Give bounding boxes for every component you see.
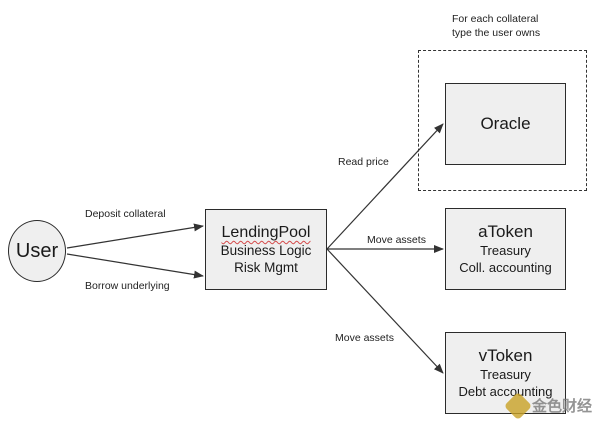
vtoken-line1: Treasury bbox=[480, 367, 531, 382]
watermark-logo-icon bbox=[503, 391, 533, 420]
user-node: User bbox=[8, 220, 66, 282]
oracle-group-boundary bbox=[418, 50, 587, 191]
edge-borrow bbox=[66, 253, 204, 279]
user-label: User bbox=[15, 239, 59, 262]
lending-pool-line2: Risk Mgmt bbox=[234, 260, 298, 275]
watermark: 金色财经 bbox=[503, 391, 592, 420]
atoken-line1: Treasury bbox=[480, 243, 531, 258]
vtoken-node: vToken Treasury Debt accounting bbox=[445, 332, 566, 414]
oracle-note: For each collateral type the user owns bbox=[452, 12, 540, 40]
label-move-assets-vtoken: Move assets bbox=[335, 332, 394, 344]
edge-read-price bbox=[326, 123, 444, 250]
oracle-node: Oracle bbox=[445, 83, 566, 165]
atoken-title: aToken bbox=[478, 222, 533, 241]
vtoken-title: vToken bbox=[478, 346, 533, 365]
label-move-assets-atoken: Move assets bbox=[367, 234, 426, 246]
oracle-label: Oracle bbox=[480, 114, 531, 133]
lending-pool-line1: Business Logic bbox=[220, 243, 312, 258]
atoken-line2: Coll. accounting bbox=[459, 260, 552, 275]
oracle-note-line2: type the user owns bbox=[452, 27, 541, 39]
label-deposit-collateral: Deposit collateral bbox=[85, 208, 166, 220]
watermark-text: 金色财经 bbox=[531, 398, 592, 415]
lending-pool-node: LendingPool Business Logic Risk Mgmt bbox=[205, 209, 327, 290]
oracle-note-line1: For each collateral bbox=[452, 13, 539, 25]
lending-pool-title: LendingPool bbox=[221, 224, 311, 241]
label-read-price: Read price bbox=[338, 156, 389, 168]
vtoken-line2: Debt accounting bbox=[458, 384, 553, 399]
atoken-node: aToken Treasury Coll. accounting bbox=[445, 208, 566, 290]
label-borrow-underlying: Borrow underlying bbox=[85, 280, 170, 292]
edge-deposit bbox=[66, 223, 204, 249]
edge-move-assets-vtoken bbox=[326, 248, 444, 374]
